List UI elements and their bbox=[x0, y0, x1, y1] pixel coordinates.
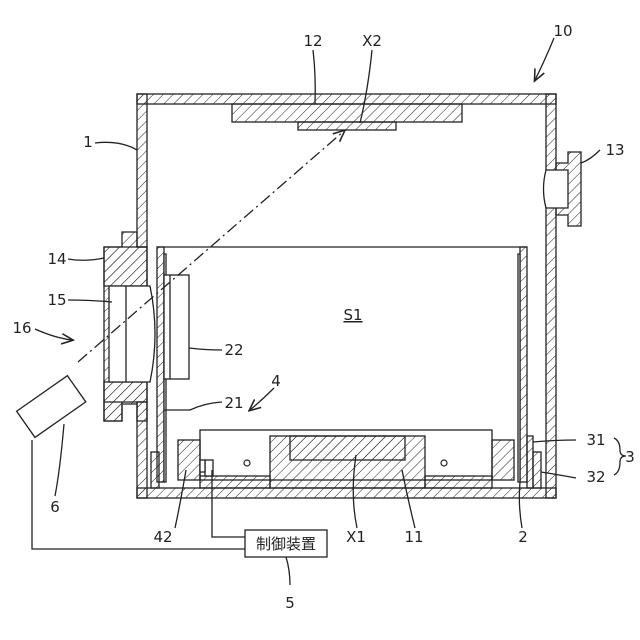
label-top-part: 12 bbox=[303, 32, 322, 50]
housing-right-wall bbox=[546, 94, 556, 498]
label-housing: 1 bbox=[83, 133, 93, 151]
label-beam: 16 bbox=[12, 319, 31, 337]
label-32: 32 bbox=[586, 468, 605, 486]
label-31: 31 bbox=[586, 431, 605, 449]
target-plate-x2 bbox=[298, 122, 396, 130]
label-window: 15 bbox=[47, 291, 66, 309]
label-space: S1 bbox=[343, 306, 362, 324]
label-camera: 6 bbox=[50, 498, 60, 516]
housing-bottom-wall bbox=[137, 488, 556, 498]
controller-label: 制御装置 bbox=[256, 535, 316, 553]
label-inner-wall: 21 bbox=[224, 394, 243, 412]
support-32-right bbox=[533, 452, 541, 488]
label-device: 10 bbox=[553, 22, 572, 40]
left-port-14 bbox=[104, 232, 155, 421]
side-plate-22 bbox=[164, 275, 189, 379]
label-group-3: 3 bbox=[625, 448, 635, 466]
label-x1: X1 bbox=[346, 528, 366, 546]
support-32-left bbox=[151, 452, 159, 488]
label-x2: X2 bbox=[362, 32, 382, 50]
part-42 bbox=[178, 440, 200, 480]
label-controller-ref: 5 bbox=[285, 594, 295, 612]
sample-x1 bbox=[290, 436, 405, 460]
camera-6 bbox=[17, 376, 86, 438]
label-11: 11 bbox=[404, 528, 423, 546]
assembly-4 bbox=[178, 430, 514, 488]
inner-wall-left bbox=[157, 247, 164, 482]
label-2: 2 bbox=[518, 528, 528, 546]
support-31-right bbox=[527, 436, 533, 488]
label-42: 42 bbox=[153, 528, 172, 546]
top-part-12 bbox=[232, 104, 462, 122]
label-port-right: 13 bbox=[605, 141, 624, 159]
housing-top-wall bbox=[137, 94, 556, 104]
housing-left-wall-upper bbox=[137, 94, 147, 247]
label-side-plate: 22 bbox=[224, 341, 243, 359]
label-assembly: 4 bbox=[271, 372, 281, 390]
inner-wall-right bbox=[520, 247, 527, 482]
label-port-left: 14 bbox=[47, 250, 66, 268]
